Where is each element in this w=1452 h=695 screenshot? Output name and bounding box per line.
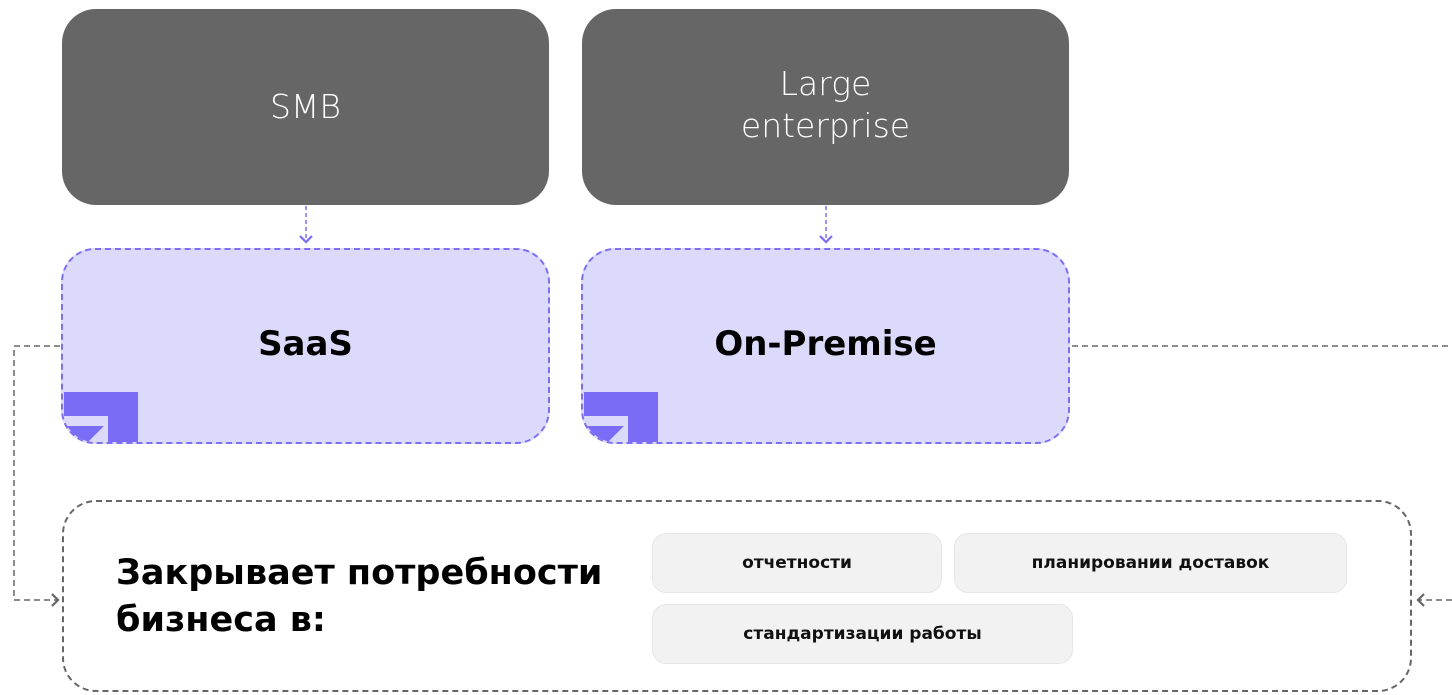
deployment-saas: SaaS — [61, 248, 550, 444]
segment-smb-label: SMB — [269, 87, 342, 126]
segment-large-enterprise: Large enterprise — [582, 9, 1069, 205]
deployment-on-premise: On-Premise — [581, 248, 1070, 444]
deployment-onprem-label: On-Premise — [714, 324, 937, 364]
brand-logo-icon — [64, 392, 138, 442]
need-chip-reporting: отчетности — [652, 533, 942, 593]
business-needs-panel — [62, 500, 1412, 692]
business-needs-title: Закрывает потребности бизнеса в: — [116, 553, 603, 640]
need-chip-delivery-planning: планировании доставок — [954, 533, 1347, 593]
segment-smb: SMB — [62, 9, 549, 205]
saas-to-needs-connector — [13, 345, 60, 607]
brand-logo-icon — [584, 392, 658, 442]
need-chip-work-standardization: стандартизации работы — [652, 604, 1073, 664]
segment-large-label-line2: enterprise — [740, 106, 911, 145]
segment-large-label-line1: Large — [779, 64, 872, 103]
deployment-saas-label: SaaS — [258, 324, 353, 364]
